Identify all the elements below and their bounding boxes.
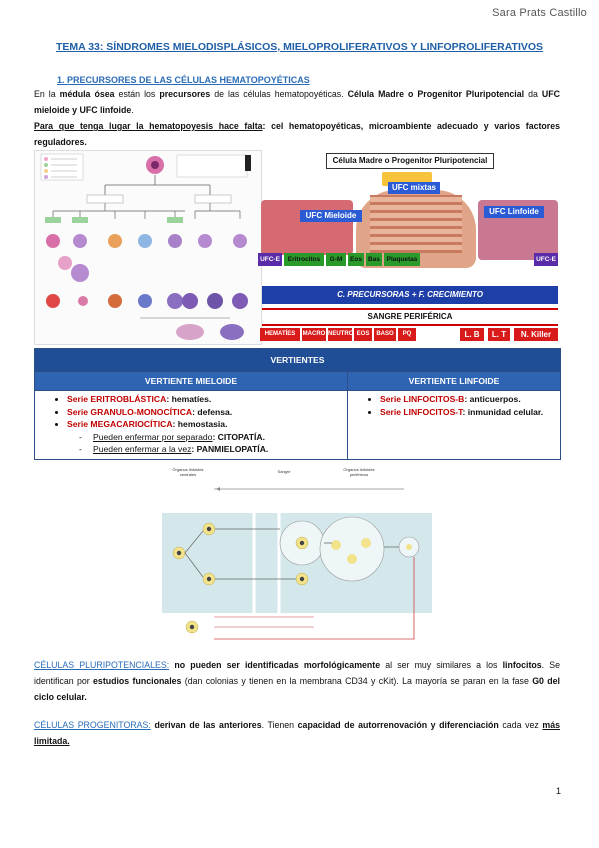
cell-plaquetas: Plaquetas (384, 253, 420, 266)
ribcage-image (370, 195, 462, 253)
cell-pq: PQ (398, 328, 416, 341)
cell-lt: L. T (488, 328, 510, 341)
lymphocyte-maturation-figure: Órganos linfoides centrales Sangre Órgan… (154, 467, 440, 651)
paragraph-hematopoyesis: Para que tenga lugar la hematopoyesis ha… (34, 121, 560, 147)
cell-eos-bottom: EOS (354, 328, 372, 341)
hematopoiesis-tree-figure (34, 150, 262, 345)
col-header-mieloide: VERTIENTE MIELOIDE (34, 371, 348, 391)
cell-eritrocitos: Eritrocitos (284, 253, 324, 266)
precursoras-banner: C. PRECURSORAS + F. CRECIMIENTO (262, 286, 558, 304)
figure-col-label: Órganos linfoides centrales (172, 467, 204, 477)
cell-hematies: HEMATÍES (260, 328, 300, 341)
author-name: Sara Prats Castillo (492, 7, 587, 19)
cell-macro: MACRO (302, 328, 326, 341)
cell-bas: Bas (366, 253, 382, 266)
marrow-image-left (261, 200, 353, 255)
ufc-mixtas-label: UFC mixtas (388, 182, 440, 194)
paragraph-progenitoras: CÉLULAS PROGENITORAS: derivan de las ant… (34, 720, 560, 746)
mieloide-cell: Serie ERITROBLÁSTICA: hematíes. Serie GR… (34, 390, 348, 460)
cell-nkiller: N. Killer (514, 328, 558, 341)
sub-list-item: Pueden enfermar por separado: CITOPATÍA. (93, 431, 347, 444)
table-header: VERTIENTES (34, 348, 561, 372)
paragraph-precursores: En la médula ósea están los precursores … (34, 89, 560, 115)
vertientes-table: VERTIENTES VERTIENTE MIELOIDE VERTIENTE … (34, 348, 561, 460)
section-heading: 1. PRECURSORES DE LAS CÉLULAS HEMATOPOYÉ… (57, 75, 310, 85)
hematopoiesis-tree-diagram (40, 153, 251, 340)
list-item: Serie GRANULO-MONOCÍTICA: defensa. (67, 406, 347, 419)
cell-neutro: NEUTRO (328, 328, 353, 341)
list-item: Serie ERITROBLÁSTICA: hematíes. (67, 393, 347, 406)
ufc-linfoide-label: UFC Linfoide (484, 206, 544, 218)
ufc-e-label-left: UFC-E (258, 253, 282, 266)
paragraph-pluripotenciales: CÉLULAS PLURIPOTENCIALES: no pueden ser … (34, 660, 561, 702)
sub-list-item: Pueden enfermar a la vez: PANMIELOPATÍA. (93, 443, 347, 456)
figure-col-label: Sangre (277, 469, 291, 474)
page-number: 1 (555, 786, 561, 796)
col-header-linfoide: VERTIENTE LINFOIDE (347, 371, 561, 391)
list-item: Serie LINFOCITOS-T: inmunidad celular. (380, 406, 560, 419)
figure-col-label: Órganos linfoides periféricos (343, 467, 375, 477)
page-title: TEMA 33: SÍNDROMES MIELODISPLÁSICOS, MIE… (55, 41, 544, 53)
hematopoiesis-body-figure: Célula Madre o Progenitor Pluripotencial… (256, 150, 560, 343)
stem-cell-label: Célula Madre o Progenitor Pluripotencial (326, 153, 494, 169)
sangre-periferica-banner: SANGRE PERIFÉRICA (262, 308, 558, 326)
list-item: Serie LINFOCITOS-B: anticuerpos. (380, 393, 560, 406)
cell-eos: Eos (348, 253, 364, 266)
ufc-e-label-right: UFC-E (534, 253, 558, 266)
cell-baso: BASO (374, 328, 396, 341)
list-item: Serie MEGACARIOCÍTICA: hemostasia. Puede… (67, 418, 347, 456)
lymphocyte-diagram (162, 487, 432, 640)
cell-gm: G-M (326, 253, 346, 266)
cell-lb: L. B (460, 328, 484, 341)
ufc-mieloide-label: UFC Mieloide (300, 210, 362, 222)
linfoide-cell: Serie LINFOCITOS-B: anticuerpos. Serie L… (347, 390, 561, 460)
